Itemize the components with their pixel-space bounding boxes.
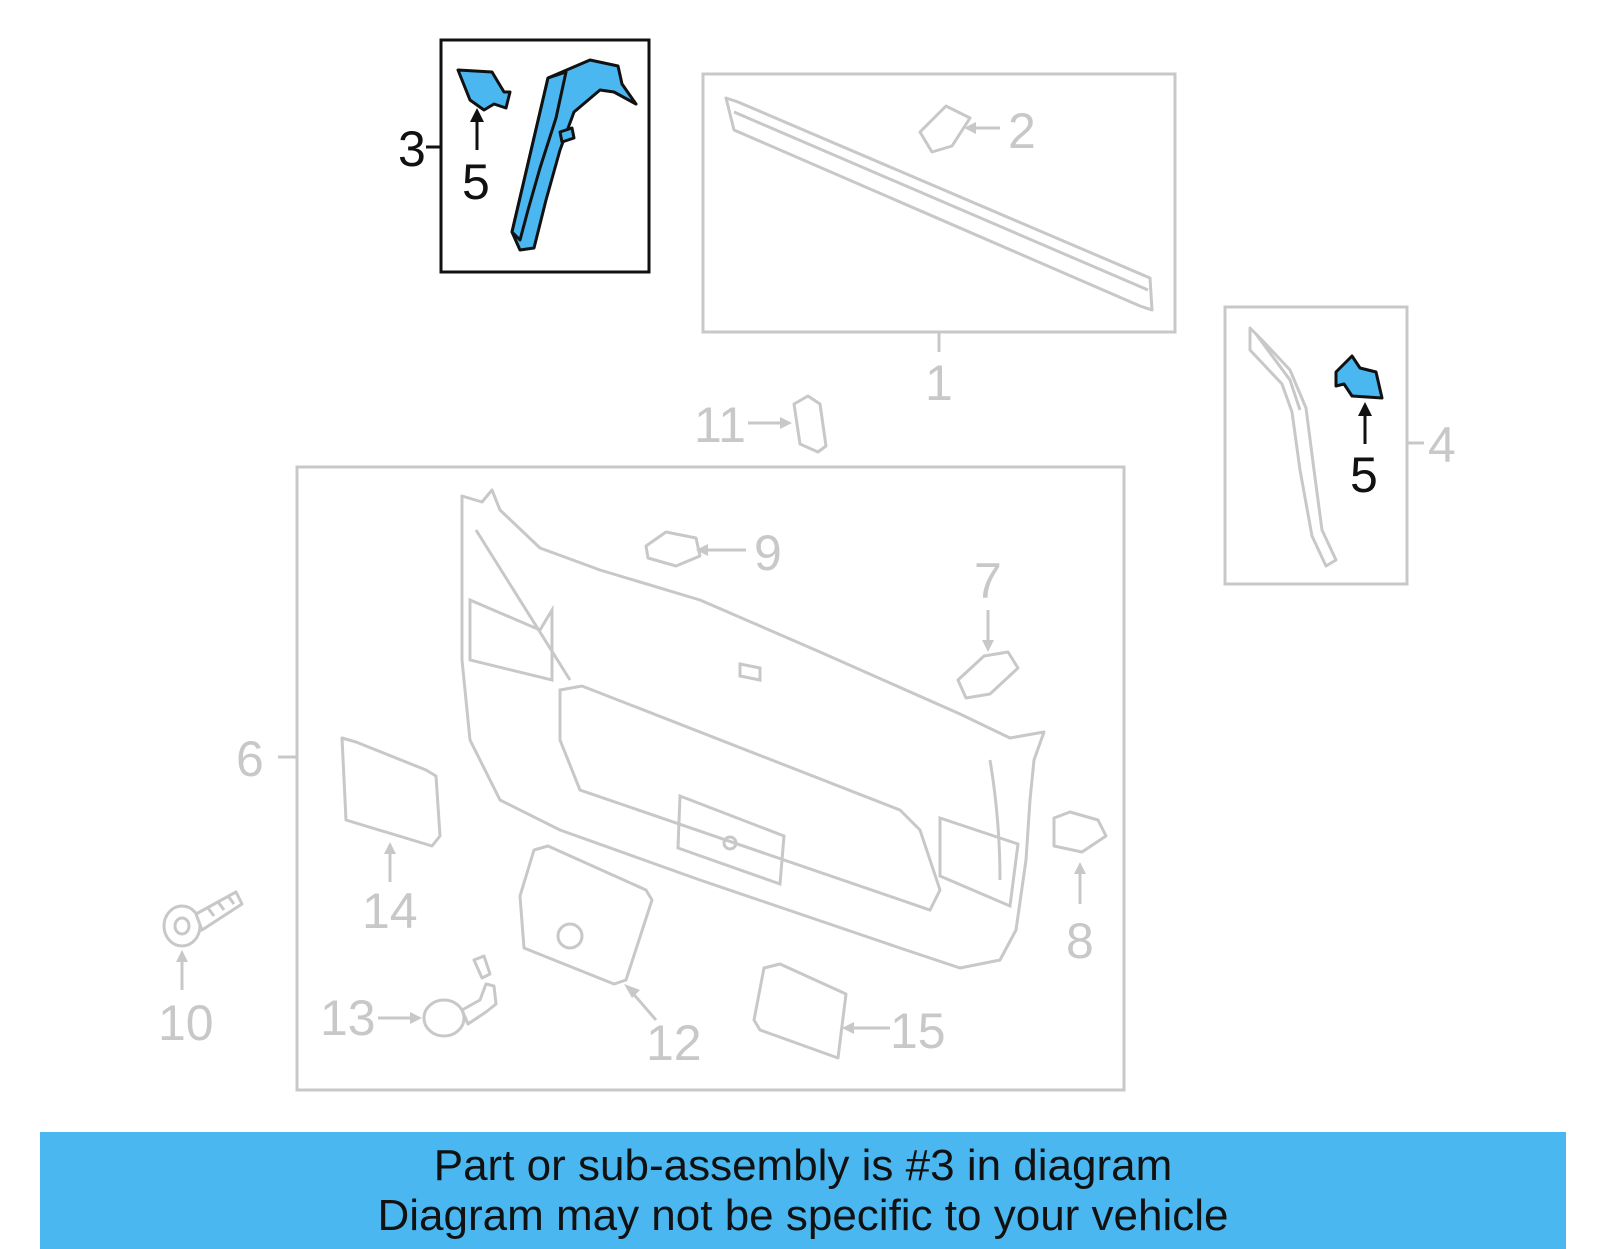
part-3-pillar-trim[interactable] — [510, 58, 638, 252]
callout-3[interactable]: 3 — [398, 121, 426, 177]
part-2-clip[interactable] — [918, 104, 972, 154]
part-13-retainer[interactable] — [422, 954, 498, 1038]
callout-5-right[interactable]: 5 — [1350, 447, 1378, 503]
part-5-clip-left[interactable] — [456, 68, 512, 112]
part-14-cover[interactable] — [340, 736, 442, 848]
info-banner: Part or sub-assembly is #3 in diagram Di… — [40, 1132, 1566, 1249]
banner-line-2: Diagram may not be specific to your vehi… — [377, 1190, 1229, 1240]
callout-4[interactable]: 4 — [1428, 417, 1456, 473]
banner-line-1: Part or sub-assembly is #3 in diagram — [433, 1140, 1173, 1190]
callout-12[interactable]: 12 — [646, 1015, 702, 1071]
part-12-pocket[interactable] — [518, 844, 654, 986]
callout-8[interactable]: 8 — [1066, 913, 1094, 969]
callout-13[interactable]: 13 — [320, 990, 376, 1046]
part-11-clip[interactable] — [792, 394, 828, 454]
parts-diagram: 3 5 1 2 4 5 11 6 — [158, 38, 1456, 1092]
part-5-clip-right[interactable] — [1334, 354, 1384, 400]
part-1-molding[interactable] — [724, 96, 1154, 312]
callout-2[interactable]: 2 — [1008, 103, 1036, 159]
callout-11[interactable]: 11 — [694, 397, 746, 453]
callout-9[interactable]: 9 — [754, 525, 782, 581]
part-4-pillar-trim[interactable] — [1248, 326, 1338, 568]
part-9-clip[interactable] — [644, 530, 702, 568]
callout-1[interactable]: 1 — [925, 355, 953, 411]
callout-14[interactable]: 14 — [362, 883, 418, 939]
part-10-screw[interactable] — [162, 890, 244, 948]
part-7-clip[interactable] — [956, 650, 1020, 700]
callout-7[interactable]: 7 — [974, 553, 1002, 609]
part-6-trim-panel[interactable] — [460, 488, 1046, 970]
callout-5-left[interactable]: 5 — [462, 154, 490, 210]
callout-6[interactable]: 6 — [236, 731, 264, 787]
part-8-bracket[interactable] — [1052, 810, 1108, 854]
part-15-cover[interactable] — [752, 962, 848, 1060]
callout-15[interactable]: 15 — [890, 1003, 946, 1059]
callout-10[interactable]: 10 — [158, 995, 214, 1051]
